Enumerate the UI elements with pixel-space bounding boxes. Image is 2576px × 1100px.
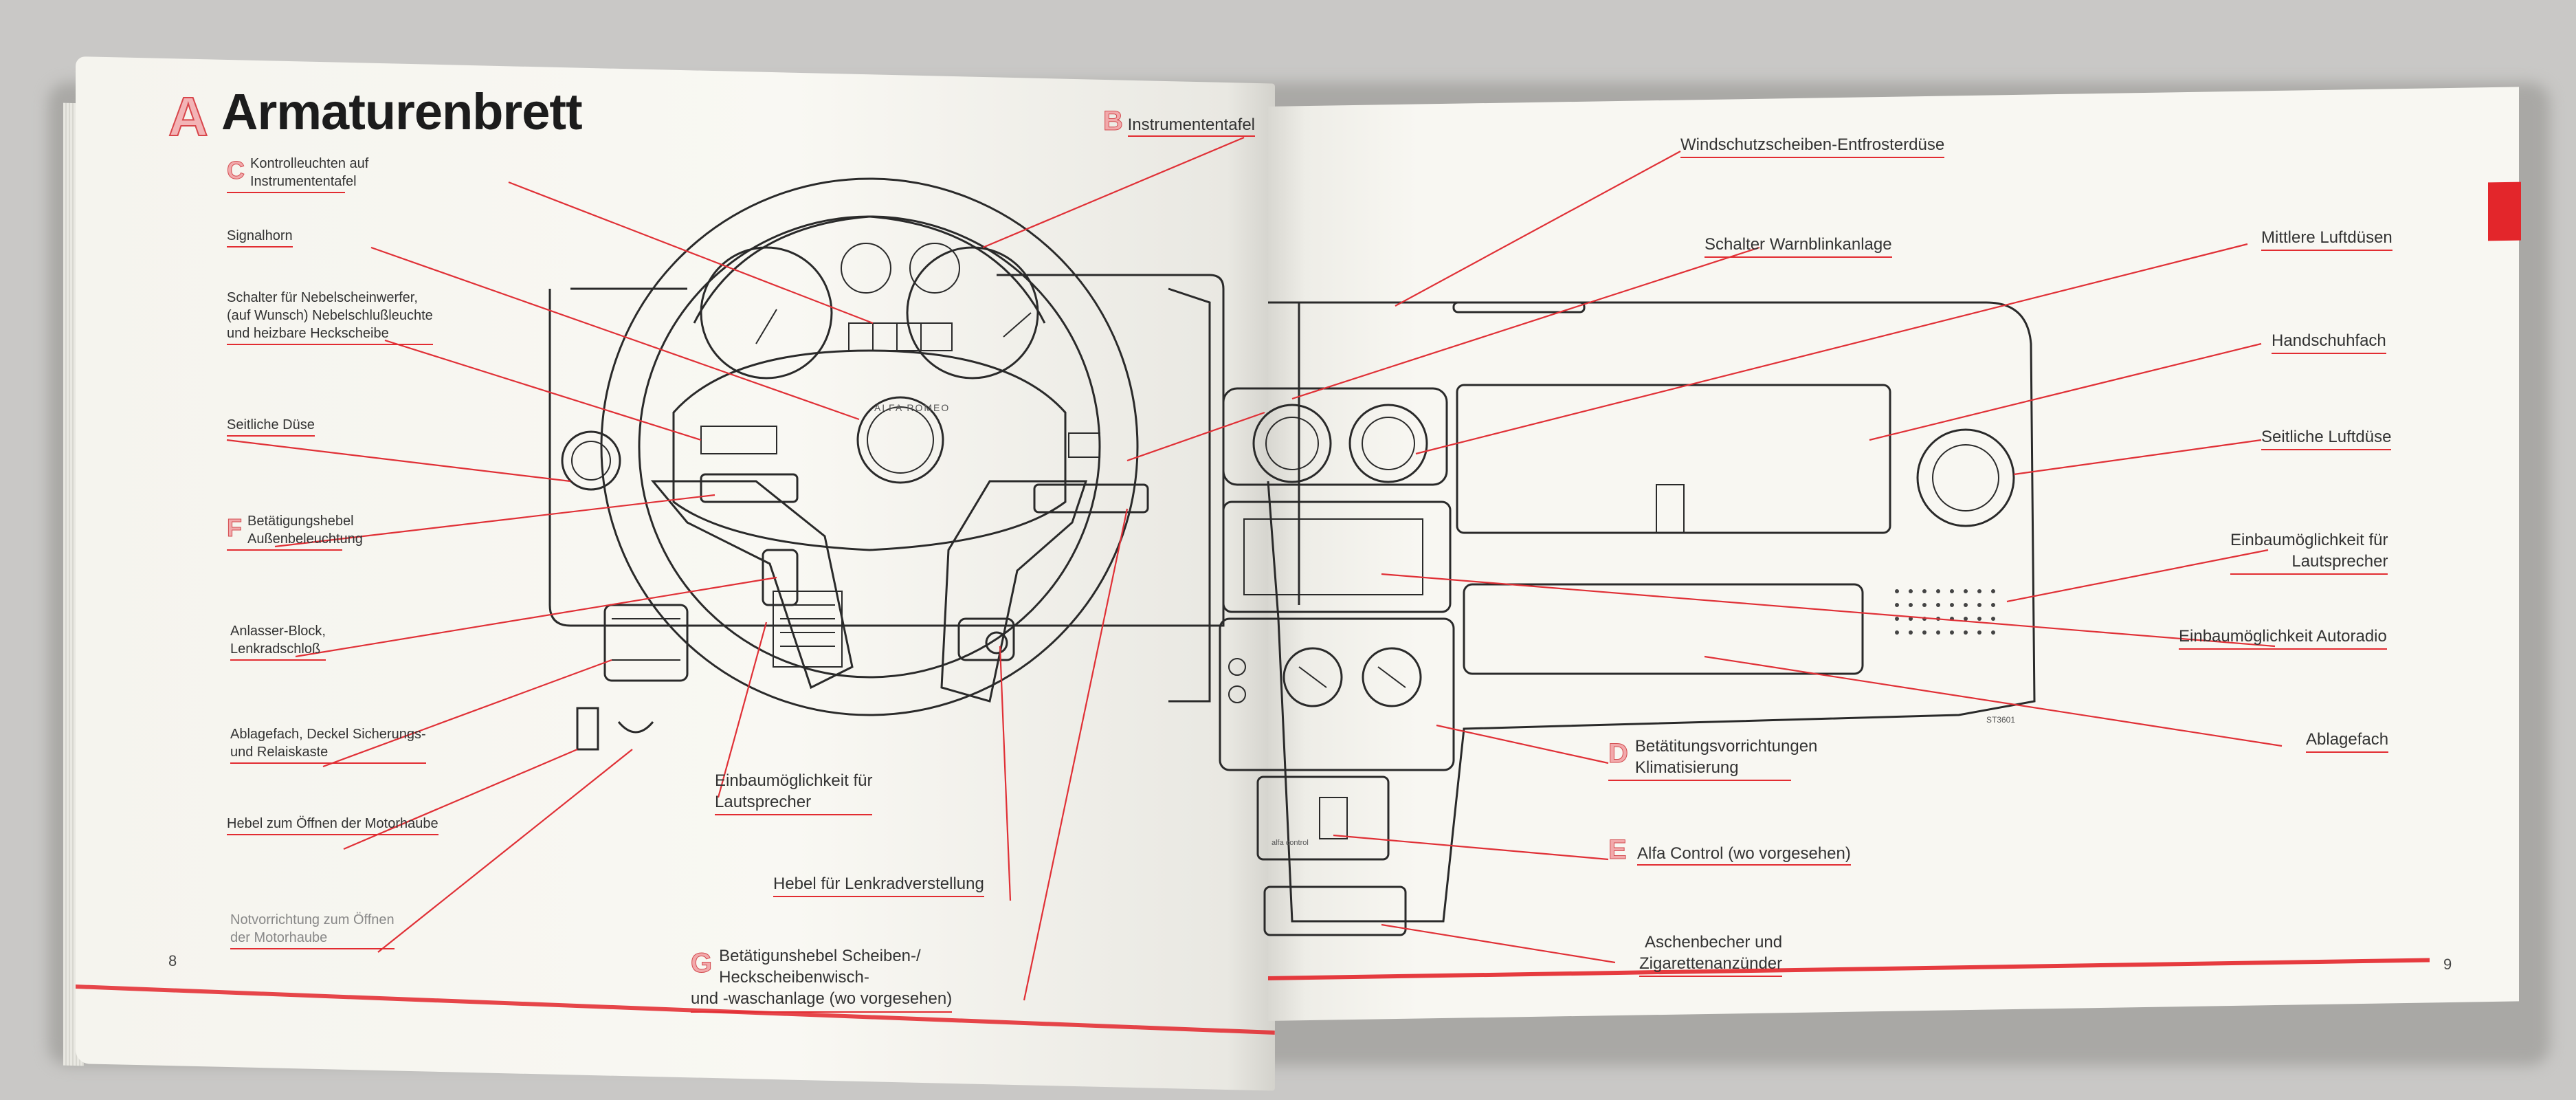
label-aschenbecher: Aschenbecher und Zigarettenanzünder [1639,932,1783,978]
label-d-klimatisierung: D Betätitungsvorrichtungen Klimatisierun… [1608,736,1817,782]
label-handschuhfach: Handschuhfach [2272,330,2386,355]
page-number-right: 9 [2443,956,2452,973]
label-mittlere-luftduesen: Mittlere Luftdüsen [2261,227,2392,252]
section-letter-c: C [227,156,245,185]
label-e-alfa-control: E Alfa Control (wo vorgesehen) [1608,835,1851,866]
section-letter-d: D [1608,738,1629,769]
label-warnblink: Schalter Warnblinkanlage [1705,234,1892,258]
page-title: Armaturenbrett [221,83,583,140]
section-letter-b: B [1103,106,1124,137]
label-f-betaetigungshebel: F Betätigungshebel Außenbeleuchtung [227,512,363,551]
label-lautsprecher-left: Einbaumöglichkeit für Lautsprecher [715,770,873,816]
label-autoradio: Einbaumöglichkeit Autoradio [2179,626,2387,650]
label-ablagefach-right: Ablagefach [2306,729,2389,754]
section-letter-f: F [227,514,243,542]
page-number-left: 8 [168,952,177,969]
section-letter-e: E [1608,835,1628,866]
right-dashboard-drawing [1219,301,2036,936]
label-seitliche-duese: Seitliche Düse [227,416,315,437]
label-windschutz: Windschutzscheiben-Entfrosterdüse [1680,134,1945,159]
label-g-wischanlage: G Betätigunshebel Scheiben-/ Heckscheibe… [690,945,953,1013]
label-ablagefach-sicherung: Ablagefach, Deckel Sicherungs- und Relai… [230,725,426,764]
label-hebel-lenkrad: Hebel für Lenkradverstellung [773,873,984,898]
leader-lines [226,136,2283,1001]
label-anlasser: Anlasser-Block, Lenkradschloß [230,622,326,661]
label-signalhorn: Signalhorn [227,227,293,248]
label-c-kontrolleuchten: C Kontrolleuchten auf Instrumententafel [227,155,368,193]
section-letter-a: A [168,86,209,147]
label-hebel-motorhaube: Hebel zum Öffnen der Motorhaube [227,815,438,835]
alfa-romeo-badge-text: ALFA ROMEO [874,402,951,413]
label-nebel-schalter: Schalter für Nebelscheinwerfer, (auf Wun… [227,289,433,345]
label-lautsprecher-right: Einbaumöglichkeit für Lautsprecher [2230,529,2388,575]
steering-wheel-drawing [600,177,1149,716]
section-letter-g: G [690,948,713,979]
label-seitliche-luftduese: Seitliche Luftdüse [2261,426,2392,451]
alfa-control-panel-label: alfa control [1272,839,1309,847]
figure-code: ST3601 [1986,715,2016,725]
label-notvorrichtung: Notvorrichtung zum Öffnen der Motorhaube [230,911,395,949]
label-b-instrumententafel: B Instrumententafel [1103,106,1255,137]
